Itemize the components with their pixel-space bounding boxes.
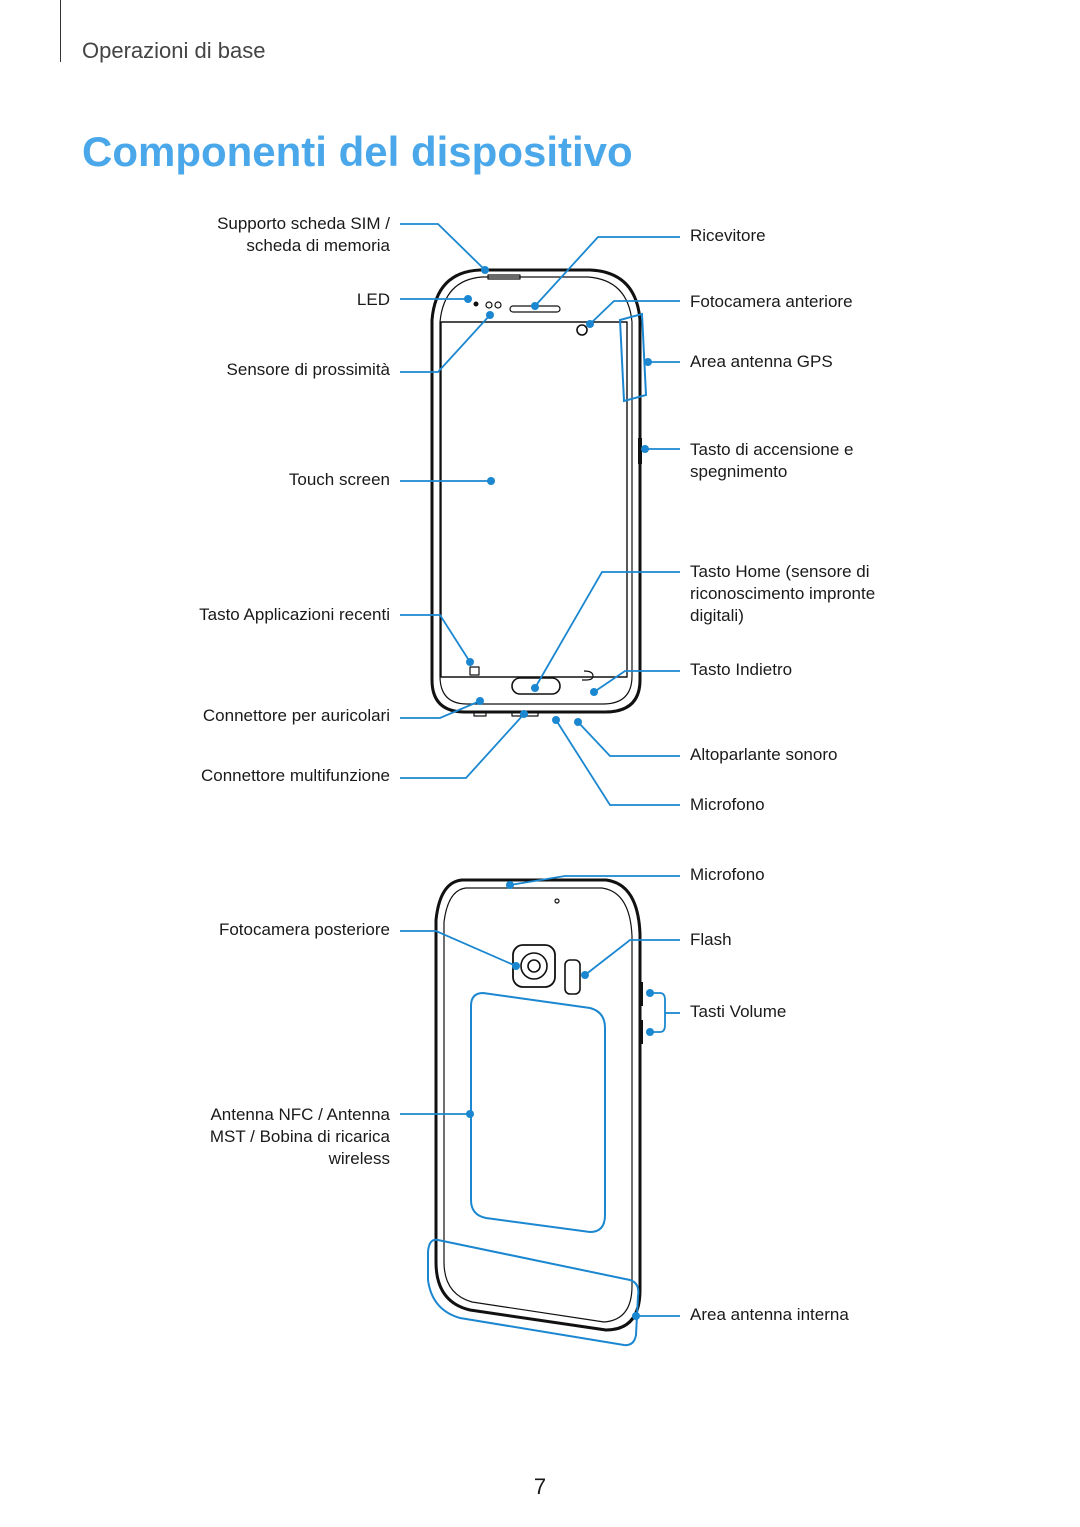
label-proximity-sensor: Sensore di prossimità bbox=[226, 360, 390, 379]
back-body bbox=[434, 878, 642, 1332]
label-receiver: Ricevitore bbox=[690, 226, 766, 245]
back-key-icon bbox=[582, 670, 594, 681]
front-callout-dots bbox=[464, 266, 652, 726]
label-home-key: Tasto Home (sensore di riconoscimento im… bbox=[690, 562, 876, 625]
front-callouts bbox=[400, 223, 680, 806]
label-volume-keys: Tasti Volume bbox=[690, 1002, 787, 1021]
home-button-icon bbox=[511, 677, 561, 695]
section-heading: Operazioni di base bbox=[82, 38, 266, 63]
flash-icon bbox=[564, 959, 581, 995]
back-callouts bbox=[400, 875, 680, 1347]
label-microphone-bottom: Microfono bbox=[690, 795, 765, 814]
rear-camera-icon bbox=[520, 952, 548, 980]
page-title: Componenti del dispositivo bbox=[82, 128, 633, 175]
back-phone bbox=[434, 878, 643, 1332]
rear-camera-lens bbox=[527, 959, 541, 973]
label-gps-antenna: Area antenna GPS bbox=[690, 352, 833, 371]
sensor-icon bbox=[485, 301, 493, 309]
led-icon bbox=[473, 301, 479, 307]
label-recent-apps-key: Tasto Applicazioni recenti bbox=[199, 605, 390, 624]
front-phone bbox=[430, 268, 642, 717]
volume-down-key bbox=[639, 1020, 643, 1044]
gps-antenna-area bbox=[618, 312, 648, 403]
side-rule bbox=[60, 0, 61, 62]
recent-apps-icon bbox=[469, 666, 480, 676]
earjack-icon bbox=[473, 711, 487, 717]
front-camera-icon bbox=[576, 324, 588, 336]
label-led: LED bbox=[356, 290, 390, 309]
label-touch-screen: Touch screen bbox=[288, 470, 390, 489]
front-body bbox=[430, 268, 642, 714]
front-body-inner bbox=[439, 276, 633, 705]
back-mic-hole bbox=[554, 898, 560, 904]
volume-up-key bbox=[639, 982, 643, 1006]
label-internal-antenna: Area antenna interna bbox=[690, 1305, 849, 1324]
front-screen bbox=[440, 321, 628, 678]
sensor-icon-2 bbox=[494, 301, 502, 309]
label-multipurpose-jack: Connettore multifunzione bbox=[200, 766, 390, 785]
page-number: 7 bbox=[533, 1474, 547, 1499]
internal-antenna-area bbox=[427, 1238, 640, 1347]
label-sim-tray: Supporto scheda SIM / scheda di memoria bbox=[217, 214, 390, 255]
back-callout-dots bbox=[466, 881, 654, 1320]
label-flash: Flash bbox=[690, 930, 732, 949]
label-rear-camera: Fotocamera posteriore bbox=[218, 920, 390, 939]
sim-tray-icon bbox=[487, 274, 521, 280]
back-body-inner bbox=[443, 887, 633, 1323]
label-front-camera: Fotocamera anteriore bbox=[690, 292, 853, 311]
label-microphone-top: Microfono bbox=[690, 865, 765, 884]
label-back-key: Tasto Indietro bbox=[690, 660, 793, 679]
label-power-key: Tasto di accensione e spegnimento bbox=[690, 440, 854, 481]
label-nfc-antenna: Antenna NFC / Antenna MST / Bobina di ri… bbox=[209, 1105, 390, 1168]
power-key-icon bbox=[638, 438, 642, 464]
label-speaker: Altoparlante sonoro bbox=[690, 745, 838, 764]
label-earphone-jack: Connettore per auricolari bbox=[202, 706, 390, 725]
nfc-antenna-area bbox=[470, 991, 606, 1234]
